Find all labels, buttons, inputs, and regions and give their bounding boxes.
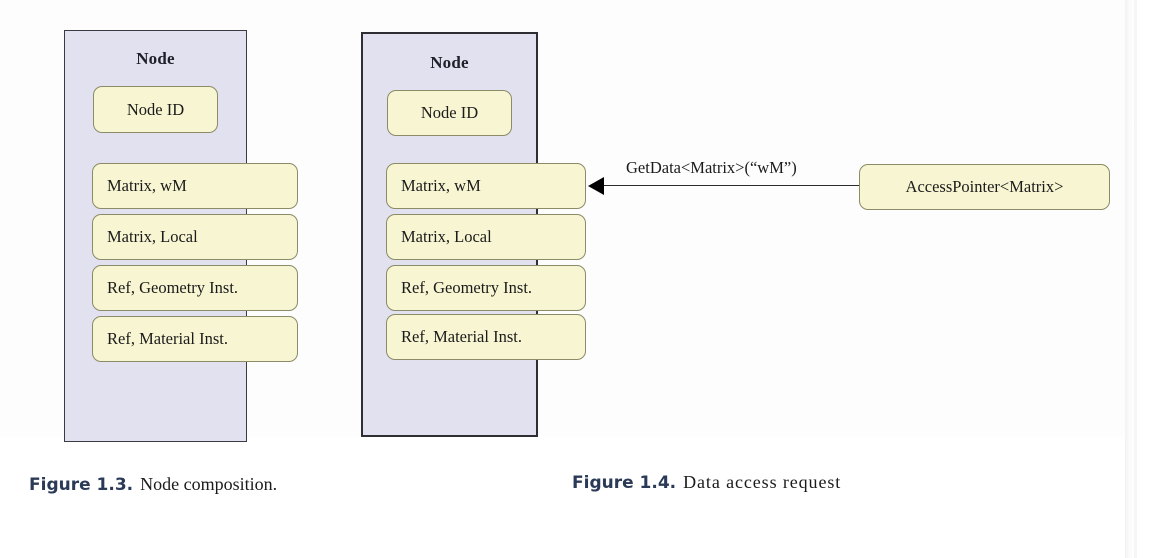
figure-1-4-node-title: Node — [430, 53, 469, 72]
figure-1-3-caption: Figure 1.3. Node composition. — [29, 474, 277, 495]
figure-1-3-caption-text: Node composition. — [140, 474, 278, 494]
figure-1-3-node-id-slot: Node ID — [93, 86, 218, 133]
figure-1-3-slot-matrix-wm: Matrix, wM — [92, 163, 298, 209]
data-access-arrow-line — [604, 185, 860, 187]
figure-1-4-caption-text: Data access request — [683, 472, 842, 492]
data-access-arrow-label: GetData<Matrix>(“wM”) — [626, 158, 797, 177]
figure-1-3-slot-matrix-local: Matrix, Local — [92, 214, 298, 260]
page-right-edge-shadow — [1125, 0, 1134, 558]
figure-1-3-caption-number: Figure 1.3. — [29, 475, 134, 495]
figure-1-3-node-title: Node — [136, 49, 175, 68]
figure-1-4-slot-matrix-wm: Matrix, wM — [386, 163, 586, 209]
figure-1-3-slot-ref-geometry-inst: Ref, Geometry Inst. — [92, 265, 298, 311]
figure-1-4-caption-number: Figure 1.4. — [572, 473, 677, 493]
access-pointer-box: AccessPointer<Matrix> — [859, 164, 1110, 210]
figure-1-4-slot-matrix-local: Matrix, Local — [386, 214, 586, 260]
figure-1-4-caption: Figure 1.4. Data access request — [572, 472, 841, 493]
figure-1-4-slot-ref-material-inst: Ref, Material Inst. — [386, 314, 586, 360]
figure-1-4-node-id-slot: Node ID — [387, 90, 512, 136]
page-right-edge-strip — [1134, 0, 1137, 558]
data-access-arrow-head — [588, 177, 604, 195]
figure-1-3-slot-ref-material-inst: Ref, Material Inst. — [92, 316, 298, 362]
figure-1-4-slot-ref-geometry-inst: Ref, Geometry Inst. — [386, 265, 586, 311]
